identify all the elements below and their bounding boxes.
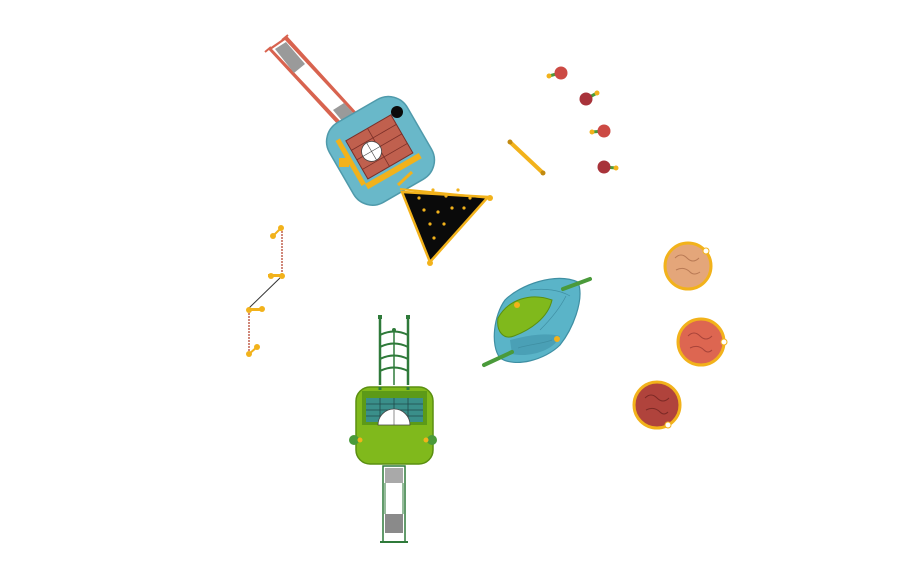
balance-beam-yellow <box>507 139 546 176</box>
slide-ladder-blue <box>264 34 358 127</box>
tower-green <box>349 386 437 465</box>
slide-green <box>380 465 408 543</box>
stepping-pad-tan <box>663 241 713 291</box>
tower-blue <box>325 95 436 206</box>
climbing-rock <box>482 277 592 367</box>
stepping-pad-dark <box>632 380 682 430</box>
stepping-pad-red <box>676 317 728 367</box>
rope-course <box>246 225 285 357</box>
climbing-net <box>396 170 493 266</box>
spring-riders <box>546 66 619 174</box>
climbing-ladder-green <box>378 315 410 385</box>
